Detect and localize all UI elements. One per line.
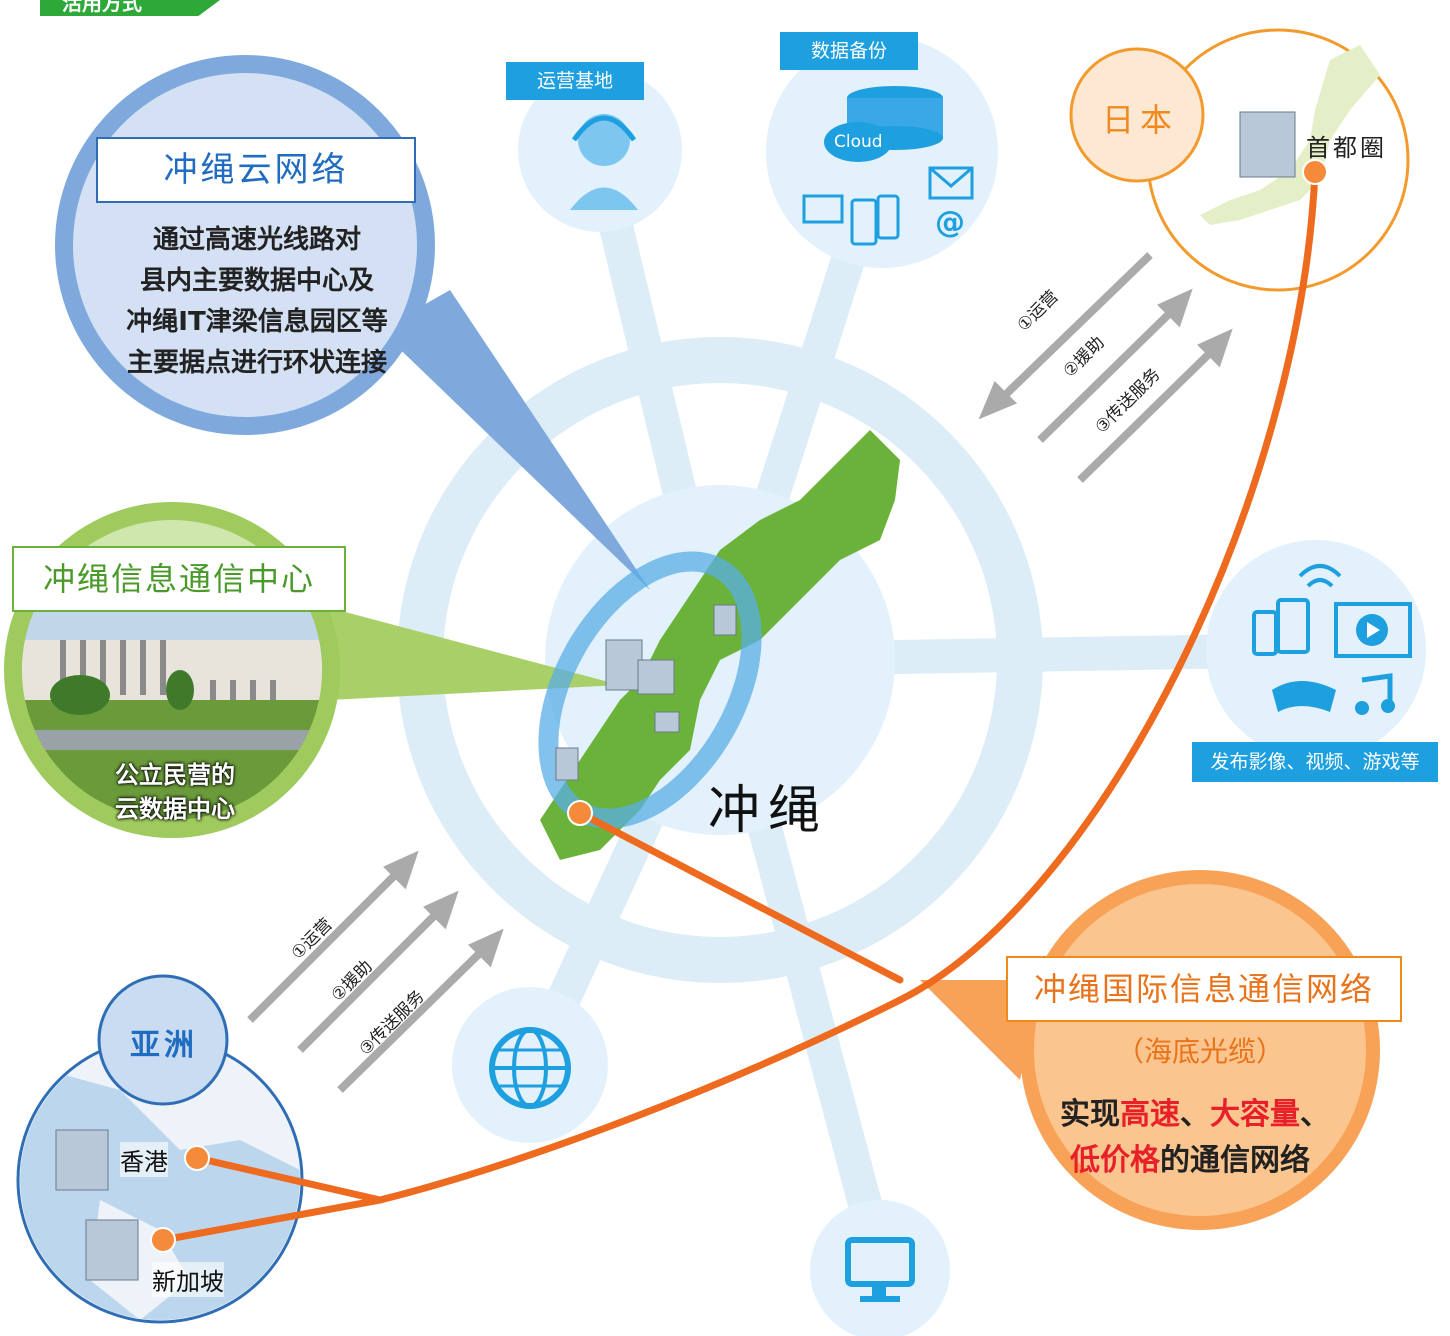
japan-label: 日本 (1102, 101, 1179, 139)
intl-network-line: 低价格的通信网络 (1070, 1138, 1360, 1184)
okinawa-cloud-description: 通过高速光线路对 县内主要数据中心及 冲绳IT津梁信息园区等 主要据点进行环状连… (92, 220, 422, 384)
okinawa-cloud-line: 通过高速光线路对 (152, 225, 361, 255)
distribution-tag: 发布影像、视频、游戏等 (1192, 742, 1438, 782)
data-backup-tag: 数据备份 (780, 32, 918, 70)
okinawa-cloud-line: 冲绳IT津梁信息园区等 (126, 307, 388, 337)
cloud-database-icon (824, 86, 943, 162)
singapore-label: 新加坡 (152, 1262, 224, 1297)
cloud-label: Cloud (834, 132, 883, 152)
info-center-caption-line: 云数据中心 (115, 795, 235, 823)
okinawa-center-label: 冲绳 (708, 781, 829, 841)
okinawa-cloud-title: 冲绳云网络 (96, 137, 416, 203)
info-center-title: 冲绳信息通信中心 (12, 546, 346, 612)
okinawa-cloud-line: 主要据点进行环状连接 (126, 348, 387, 378)
intl-text: 实现 (1060, 1097, 1120, 1132)
svg-text:@: @ (935, 205, 965, 240)
intl-text: 的通信网络 (1160, 1143, 1310, 1178)
header-tag-label: 活用方式 (62, 0, 142, 15)
info-center-caption: 公立民营的 云数据中心 (90, 758, 260, 826)
asia-label: 亚洲 (130, 1028, 198, 1063)
intl-highlight: 大容量 (1210, 1097, 1300, 1132)
ops-base-tag: 运营基地 (506, 62, 644, 100)
intl-network-description: 实现高速、大容量、 低价格的通信网络 (1060, 1092, 1360, 1184)
intl-network-title: 冲绳国际信息通信网络 (1006, 956, 1402, 1022)
header-tag (40, 0, 220, 16)
intl-network-line: 实现高速、大容量、 (1060, 1092, 1360, 1138)
info-center-caption-line: 公立民营的 (115, 761, 235, 789)
okinawa-cloud-line: 县内主要数据中心及 (139, 266, 374, 296)
hongkong-label: 香港 (120, 1142, 168, 1177)
intl-text: 、 (1180, 1097, 1210, 1132)
intl-text: 、 (1300, 1097, 1330, 1132)
intl-network-subtitle: （海底光缆） (1115, 1035, 1284, 1068)
intl-highlight: 高速 (1120, 1097, 1180, 1132)
intl-highlight: 低价格 (1070, 1143, 1160, 1178)
operator-headset-icon (570, 114, 638, 210)
capital-area-label: 首都圈 (1306, 134, 1387, 162)
